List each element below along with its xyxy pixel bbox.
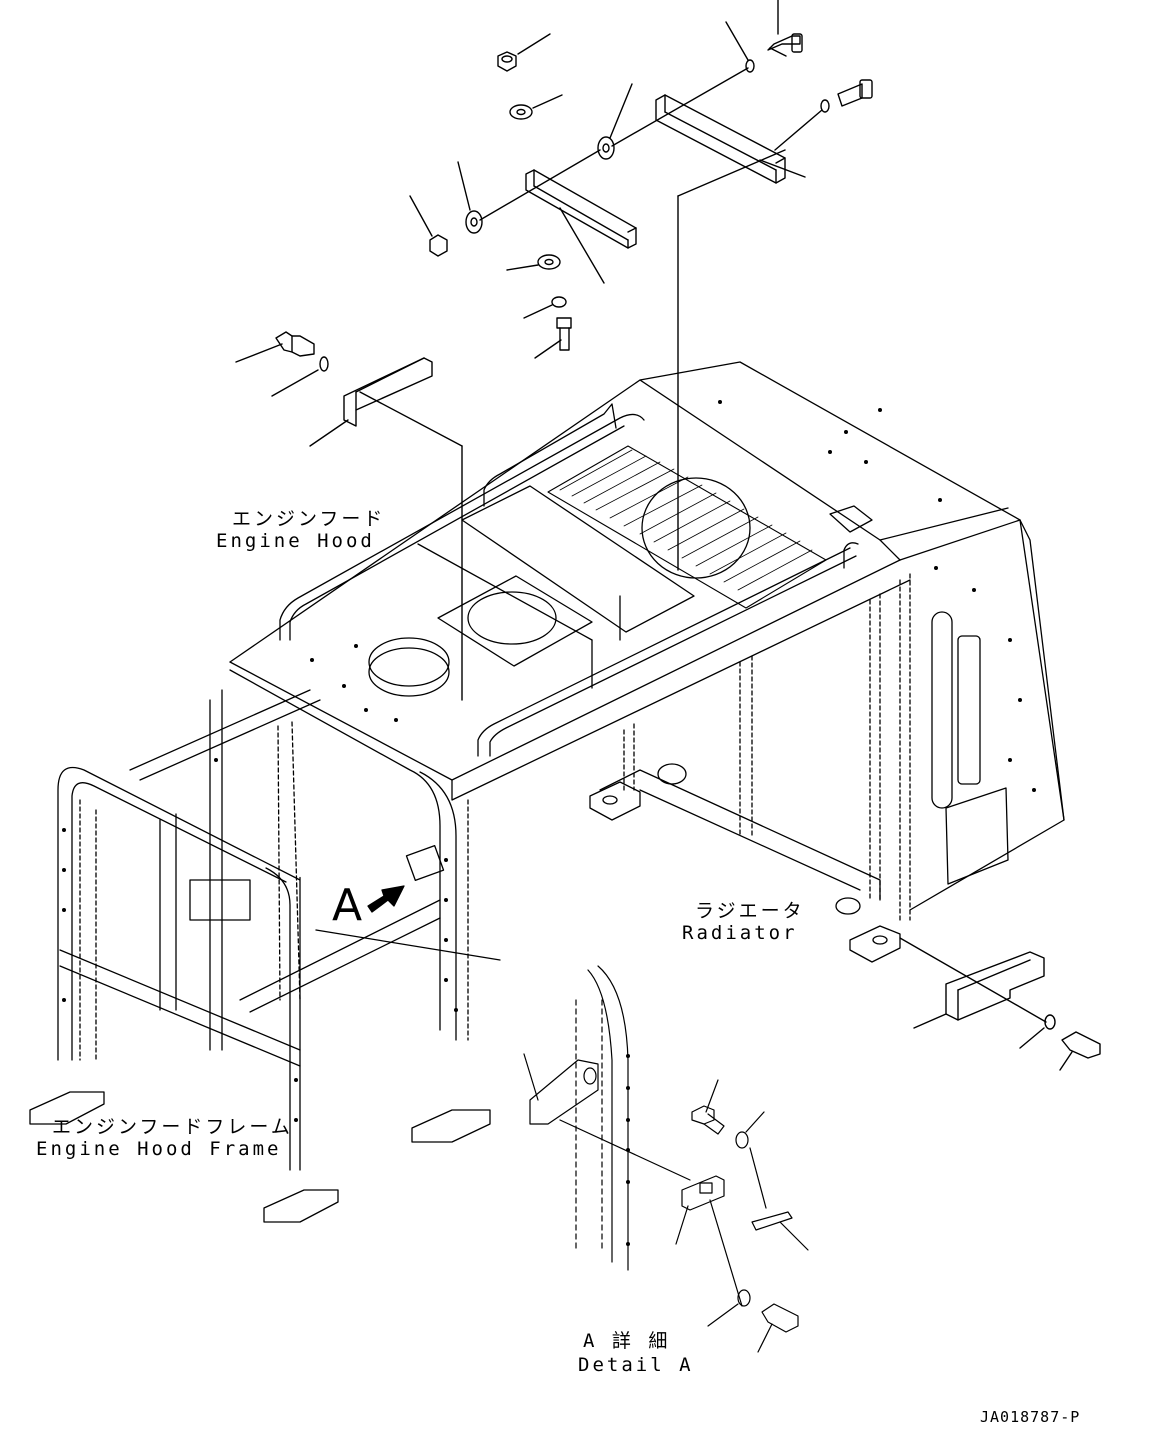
washer-7: [820, 99, 830, 113]
drawing-code: JA018787-P: [980, 1408, 1081, 1426]
handrails: [279, 403, 859, 757]
radiator-label-en: Radiator: [682, 922, 798, 944]
nut-top: [497, 33, 551, 72]
washer-1: [509, 94, 563, 120]
frame-label-en: Engine Hood Frame: [36, 1138, 282, 1160]
detail-a-label-jp: A 詳 細: [583, 1330, 671, 1352]
engine-hood-label-jp: エンジンフード: [232, 508, 386, 530]
side-handle: [931, 611, 981, 809]
frame-label-jp: エンジンフードフレーム: [52, 1116, 293, 1138]
washer-6: [725, 21, 755, 73]
view-marker-a: A: [332, 880, 363, 931]
detail-a: [523, 965, 809, 1353]
top-hardware: [409, 0, 873, 571]
radiator-label-jp: ラジエータ: [695, 900, 805, 922]
bracket-left: [309, 357, 433, 447]
exhaust-opening: [368, 637, 450, 697]
bracket-center: [525, 169, 637, 284]
engine-hood-frame: [29, 669, 501, 1223]
bolt-left: [235, 331, 315, 363]
engine-hood-label-en: Engine Hood: [216, 530, 375, 552]
bolt-top-right: [767, 0, 803, 57]
washer-5: [523, 296, 567, 319]
bolt-mid-right: [837, 79, 873, 107]
nut-left: [409, 195, 448, 257]
grille-mesh: [547, 445, 827, 609]
plate-opening: [437, 575, 593, 667]
washer-2: [597, 83, 633, 160]
washer-4: [506, 254, 561, 271]
view-arrow: [367, 885, 405, 913]
detail-a-label-en: Detail A: [578, 1354, 694, 1376]
washer-3: [457, 161, 483, 234]
rear-bracket: [899, 937, 1101, 1071]
left-bracket-assembly: [235, 331, 463, 701]
washer-left: [271, 356, 329, 397]
rivet-dots: [310, 400, 1036, 792]
engine-hood: [229, 361, 1065, 963]
bolt-vertical: [534, 317, 572, 359]
